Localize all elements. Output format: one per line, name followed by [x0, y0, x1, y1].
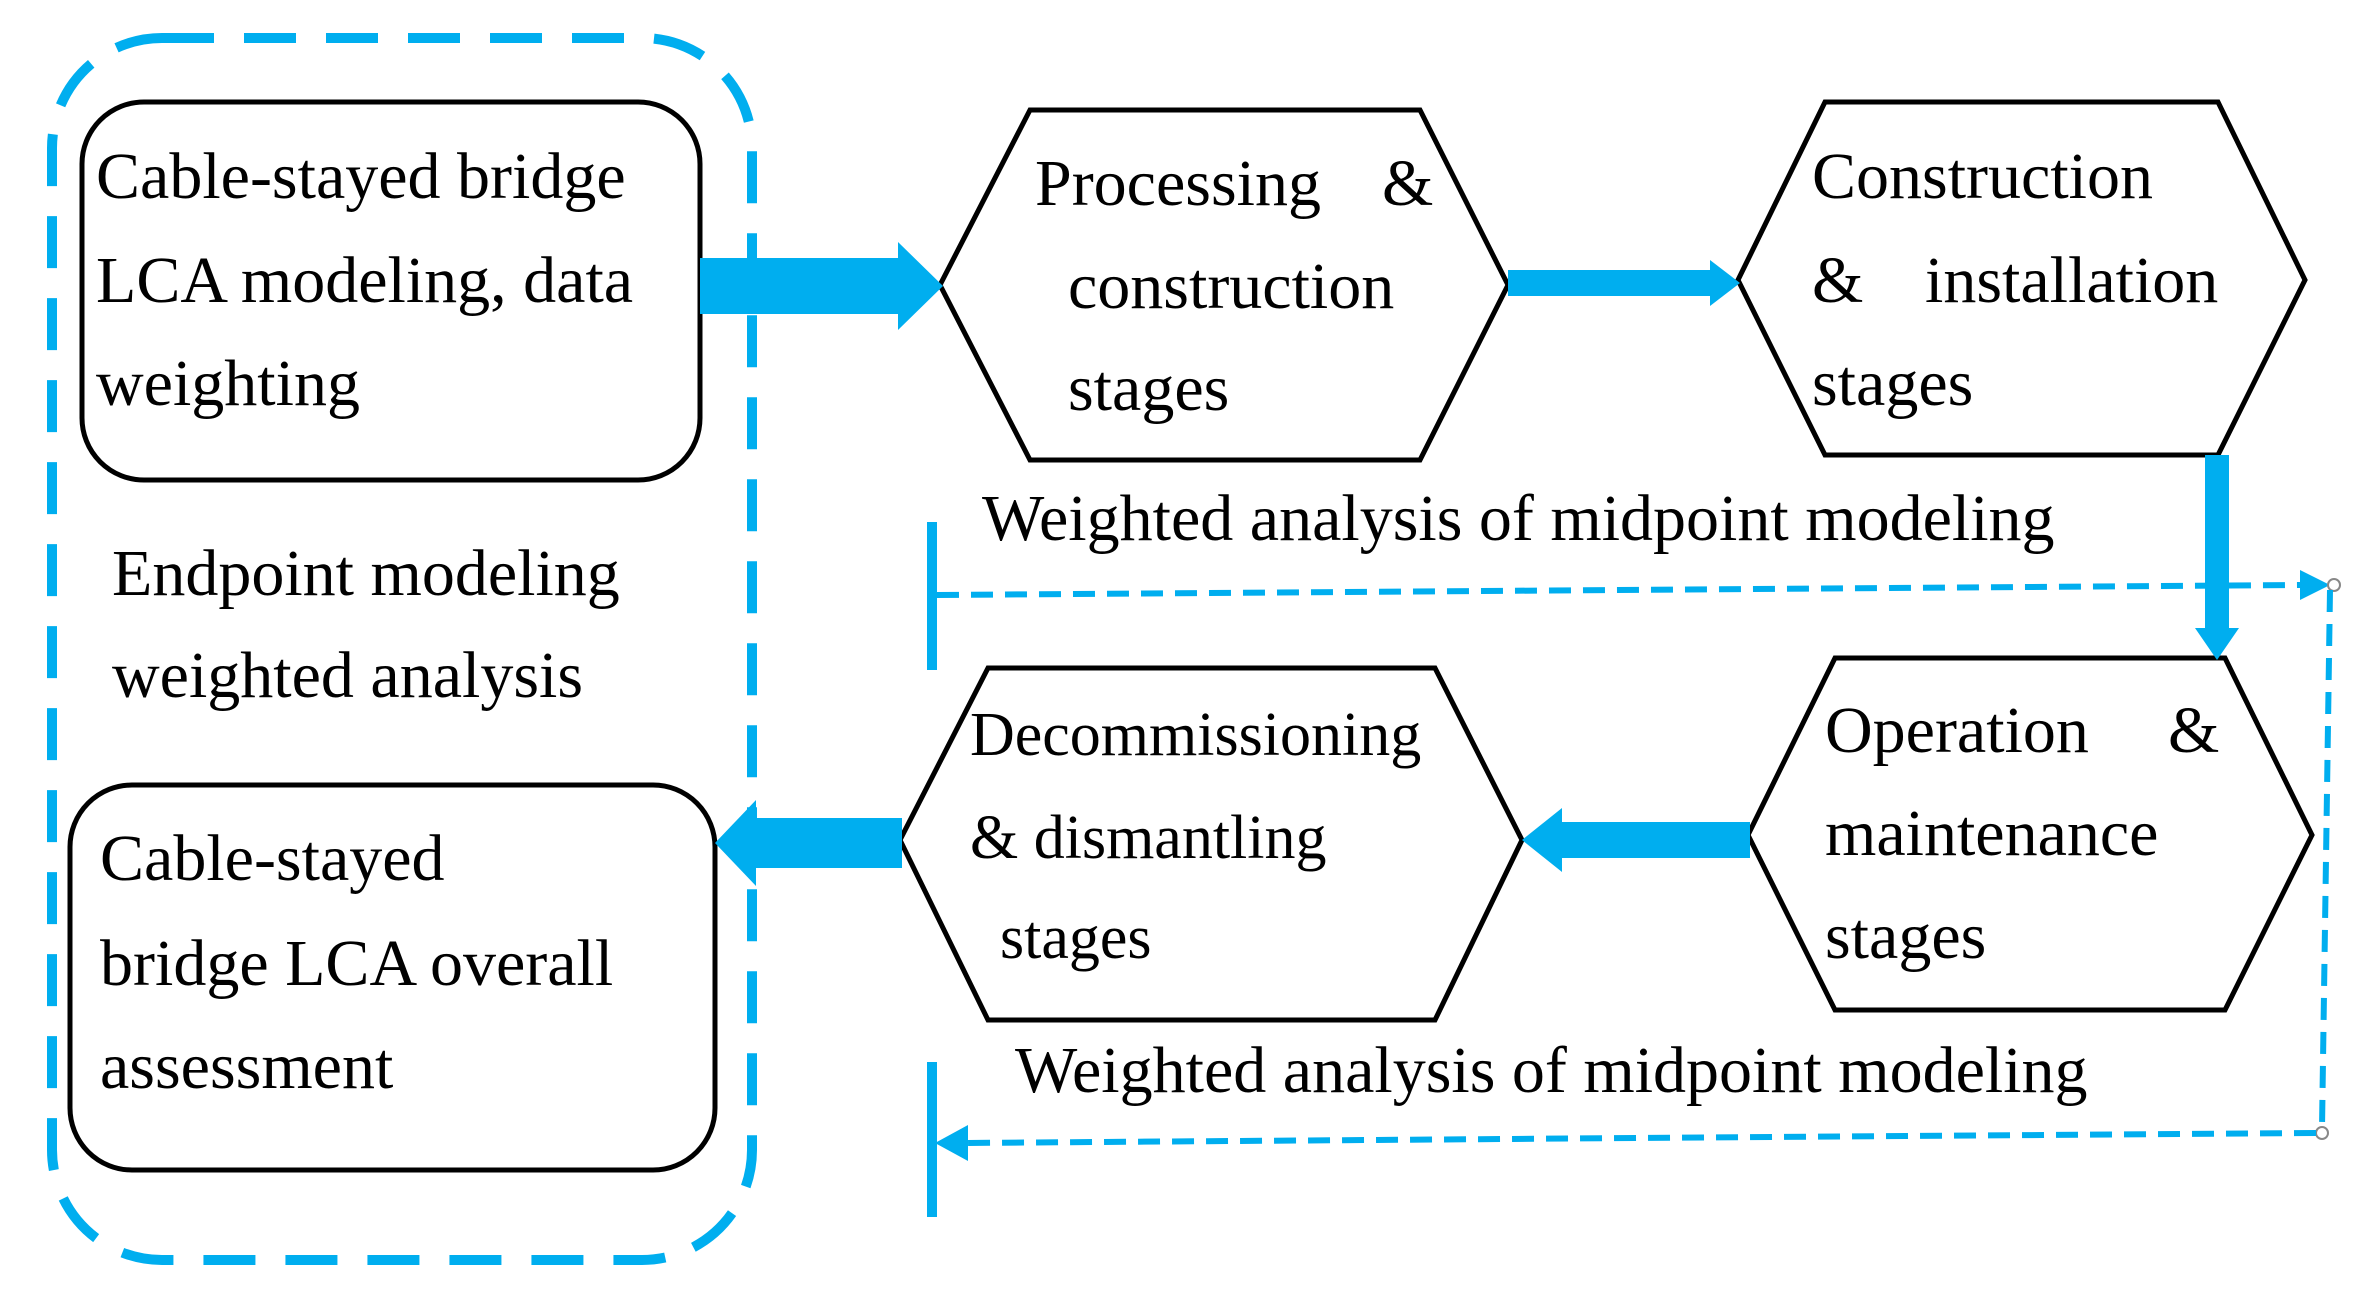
right-feedback-line	[2319, 589, 2333, 1129]
lca-modeling-line-2: LCA modeling, data	[96, 244, 633, 317]
arrow-shaft-to-decommissioning	[1560, 822, 1750, 858]
midpoint-weighted-label-top: Weighted analysis of midpoint modeling	[982, 482, 2055, 555]
arrow-shaft-to-operation	[2205, 455, 2229, 630]
top-feedback-bar	[927, 522, 937, 670]
processing-line-3: stages	[1068, 352, 1229, 425]
endpoint-label-line-1: Endpoint modeling	[112, 537, 620, 610]
operation-line-3: stages	[1825, 900, 1986, 973]
decommissioning-line-3: stages	[1000, 904, 1152, 972]
arrow-head-to-decommissioning	[1522, 808, 1562, 872]
arrow-head-to-construction	[1710, 260, 1740, 306]
decommissioning-line-1: Decommissioning	[970, 701, 1421, 769]
arrow-shaft-to-processing	[700, 258, 900, 314]
construction-line-2-left: &	[1812, 244, 1863, 317]
arrow-head-to-operation	[2195, 628, 2239, 660]
operation-line-1-left: Operation	[1825, 694, 2089, 767]
processing-line-1-left: Processing	[1035, 147, 1321, 220]
operation-line-2: maintenance	[1825, 797, 2158, 870]
lca-modeling-line-1: Cable-stayed bridge	[96, 140, 626, 213]
arrow-head-to-processing	[898, 242, 943, 330]
overall-assessment-line-2: bridge LCA overall	[100, 927, 613, 1000]
top-feedback-arrowhead	[2300, 570, 2330, 600]
arrow-head-to-overall-assessment	[715, 800, 756, 886]
bottom-feedback-arrowhead	[935, 1125, 968, 1161]
overall-assessment-line-1: Cable-stayed	[100, 822, 445, 895]
bottom-feedback-bar	[927, 1062, 937, 1217]
operation-line-1-right: &	[2168, 694, 2219, 767]
overall-assessment-line-3: assessment	[100, 1030, 393, 1103]
construction-line-1: Construction	[1812, 140, 2153, 213]
bottom-feedback-node	[2315, 1126, 2329, 1140]
processing-line-2: construction	[1068, 250, 1394, 323]
overall-assessment-box	[67, 782, 718, 1173]
decommissioning-line-2: & dismantling	[970, 804, 1327, 872]
top-feedback-node	[2327, 578, 2341, 592]
lca-modeling-line-3: weighting	[96, 347, 360, 420]
endpoint-group-frame	[47, 33, 757, 1265]
top-feedback-line	[936, 582, 2301, 598]
midpoint-weighted-label-bottom: Weighted analysis of midpoint modeling	[1015, 1034, 2088, 1107]
arrow-shaft-to-construction	[1508, 270, 1713, 296]
bottom-feedback-line	[961, 1130, 2317, 1146]
processing-line-1-right: &	[1382, 147, 1433, 220]
construction-line-3: stages	[1812, 347, 1973, 420]
arrow-shaft-to-overall-assessment	[752, 818, 902, 868]
construction-line-2-right: installation	[1925, 244, 2218, 317]
operation-stage-hexagon	[1745, 655, 2315, 1013]
construction-stage-hexagon	[1735, 99, 2308, 458]
endpoint-label-line-2: weighted analysis	[112, 639, 583, 712]
